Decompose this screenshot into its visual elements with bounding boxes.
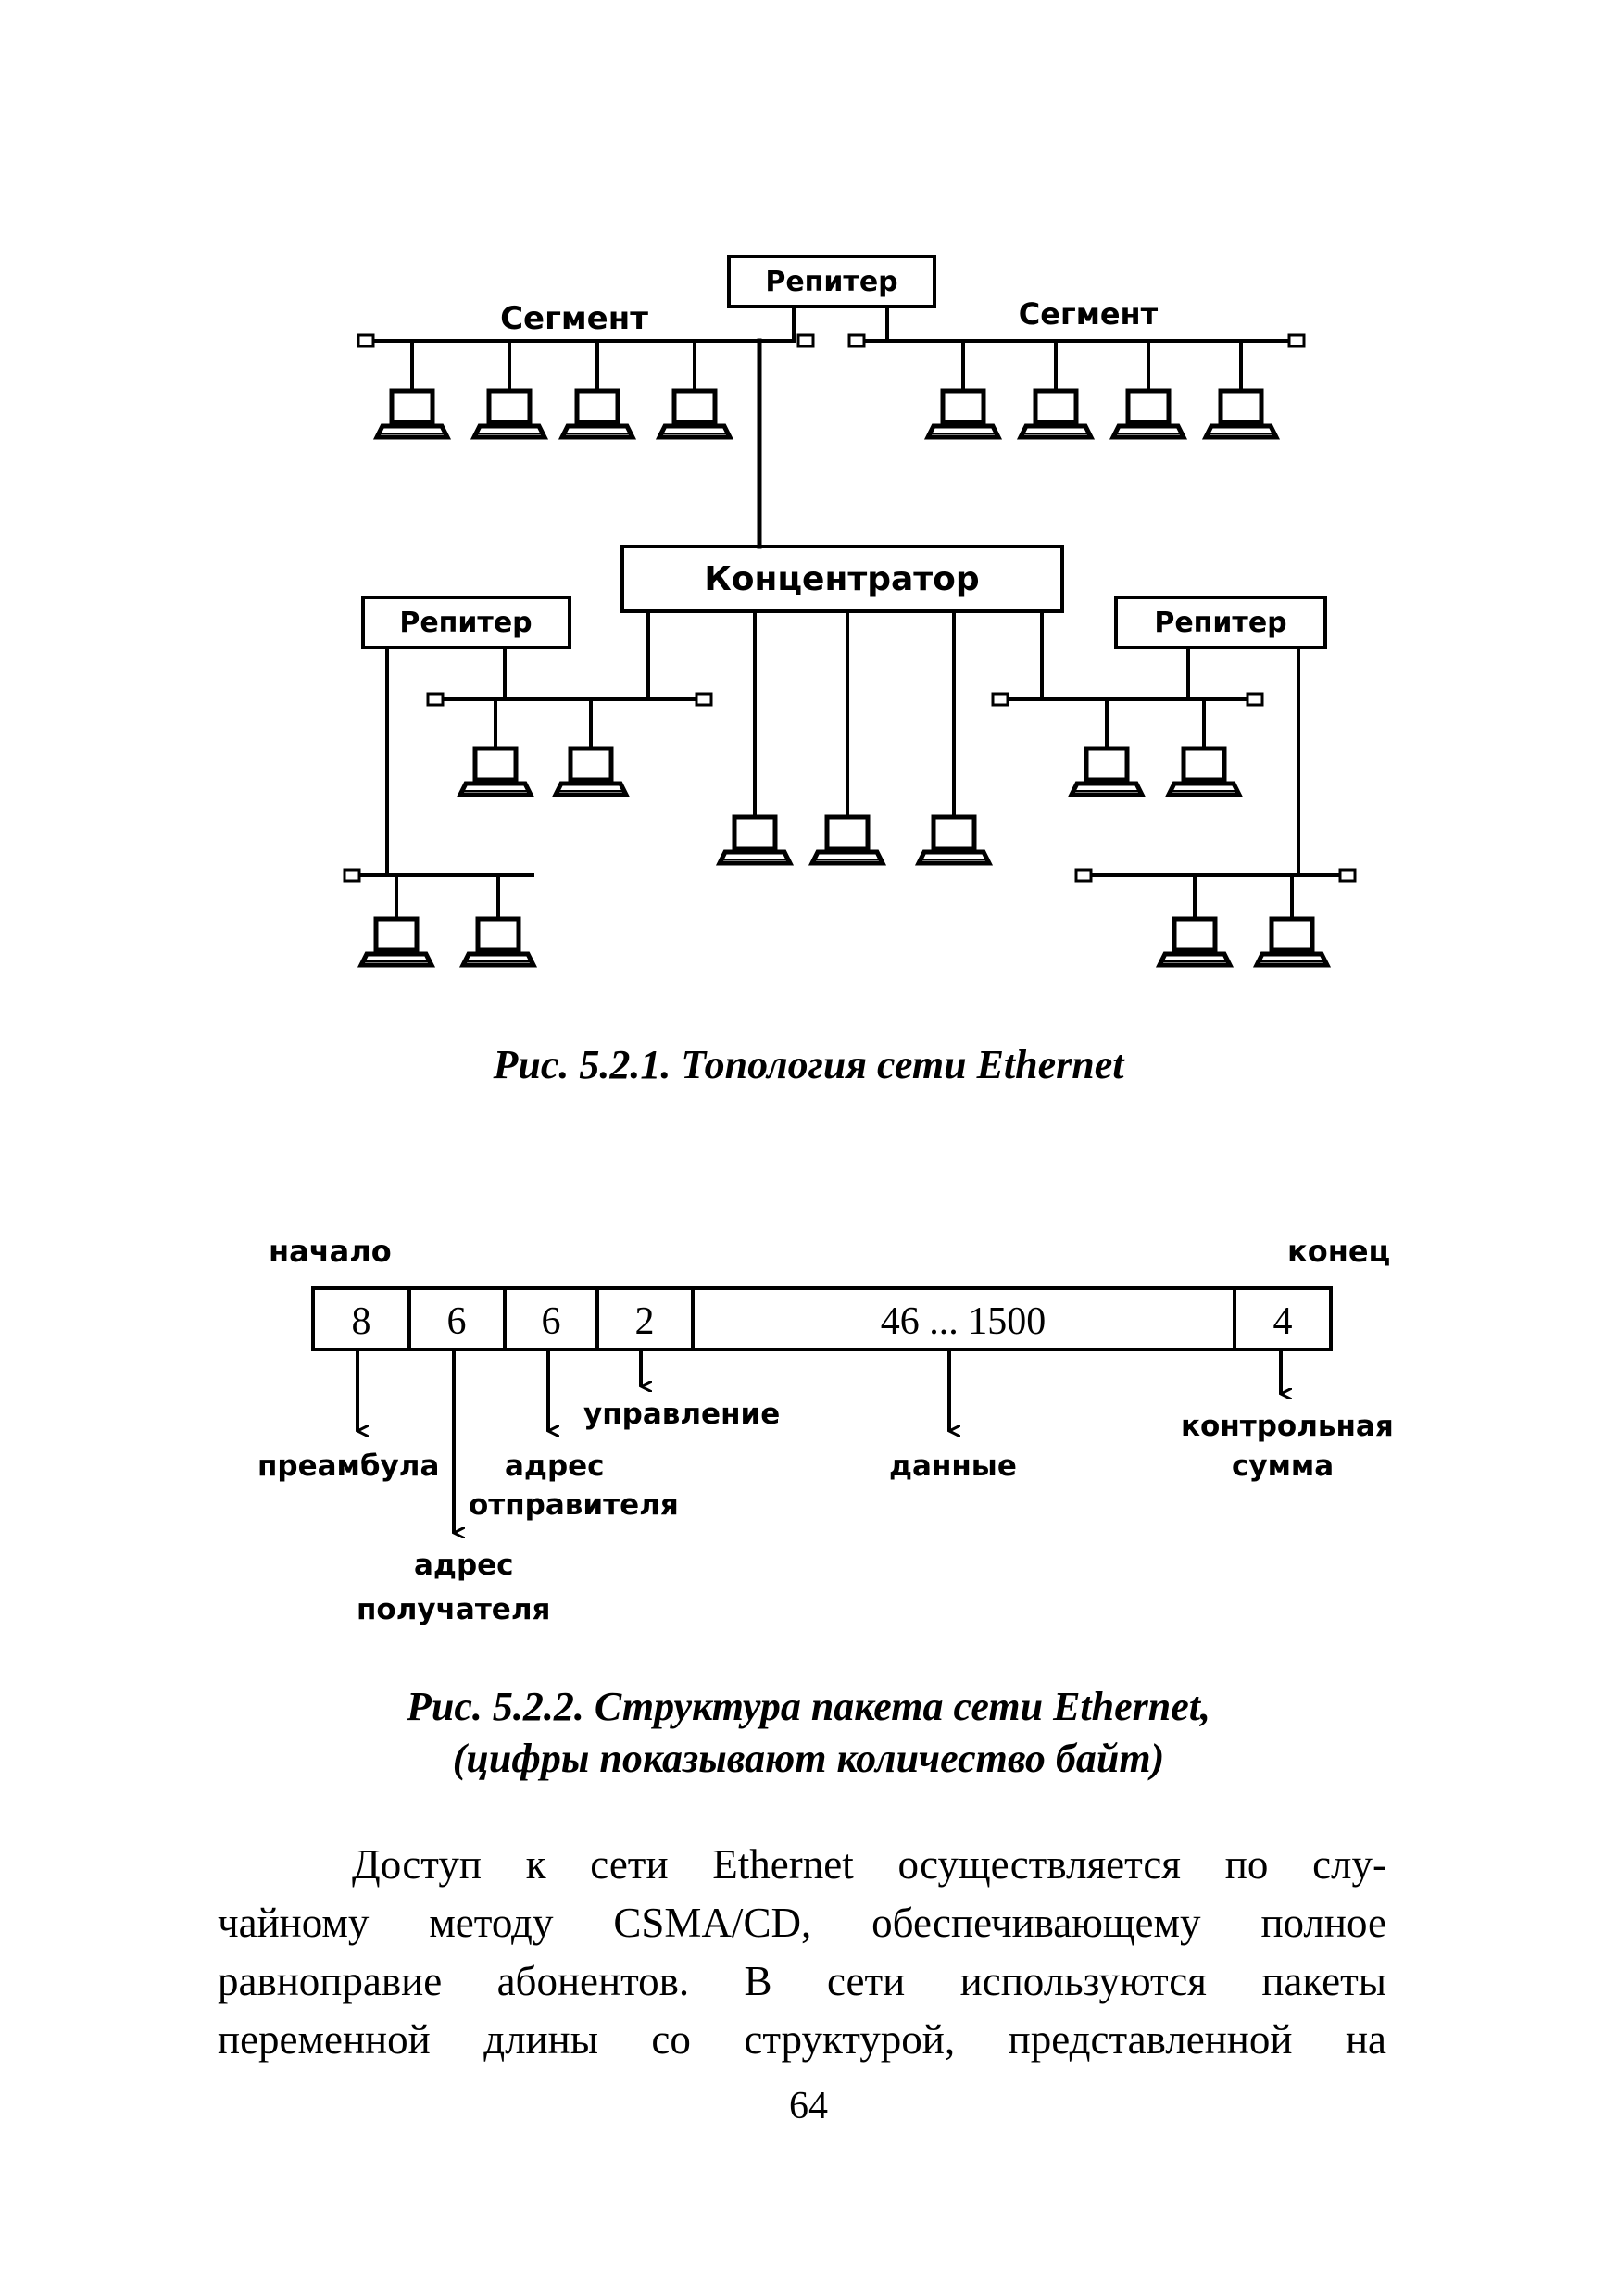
- computer-icon: [361, 919, 432, 965]
- checksum-label-1: контрольная: [1181, 1410, 1394, 1443]
- computer-icon: [463, 919, 533, 965]
- src-address-label-2: отправителя: [469, 1488, 679, 1522]
- right-repeater-label: Репитер: [1154, 607, 1286, 639]
- ethernet-topology-diagram: [343, 255, 1357, 919]
- computer-icon: [1206, 391, 1276, 437]
- computer-icon: [1021, 391, 1091, 437]
- src-address-label-1: адрес: [505, 1449, 605, 1483]
- hub-label: Концентратор: [704, 560, 979, 598]
- body-line: чайному методу CSMA/CD, обеспечивающему …: [218, 1900, 1386, 1946]
- right-repeater-box: [1114, 596, 1327, 649]
- computer-icon: [474, 391, 545, 437]
- data-label: данные: [889, 1449, 1017, 1483]
- control-label: управление: [583, 1398, 780, 1431]
- field-data-bytes: 46 ... 1500: [881, 1300, 1047, 1343]
- left-segment-label: Сегмент: [500, 300, 648, 337]
- field-src-bytes: 6: [542, 1300, 561, 1343]
- computer-icon: [720, 817, 790, 863]
- figure2-caption-line2: (цифры показывают количество байт): [452, 1736, 1165, 1781]
- checksum-label-2: сумма: [1232, 1449, 1334, 1483]
- computer-icon: [1169, 748, 1239, 795]
- body-line: Доступ к сети Ethernet осуществляется по…: [352, 1841, 1386, 1888]
- field-checksum-bytes: 4: [1273, 1300, 1293, 1343]
- field-preamble-bytes: 8: [352, 1300, 371, 1343]
- field-control-bytes: 2: [635, 1300, 655, 1343]
- dest-address-label-1: адрес: [414, 1549, 514, 1582]
- computer-icon: [460, 748, 531, 795]
- body-line: равноправие абонентов. В сети используют…: [218, 1958, 1386, 2004]
- right-segment-label: Сегмент: [1019, 296, 1159, 332]
- figure2-caption-line1: Рис. 5.2.2. Структура пакета сети Ethern…: [407, 1684, 1210, 1729]
- left-repeater-box: [361, 596, 571, 649]
- top-repeater-box: [727, 255, 936, 308]
- left-repeater-label: Репитер: [399, 607, 532, 639]
- computer-icon: [556, 748, 626, 795]
- computer-icon: [377, 391, 447, 437]
- computer-icon: [1257, 919, 1327, 965]
- hub-box: [620, 545, 1064, 613]
- body-paragraph: Доступ к сети Ethernet осуществляется по…: [218, 1836, 1386, 2069]
- start-label: начало: [269, 1234, 392, 1269]
- computer-icon: [1159, 919, 1230, 965]
- computer-icon: [812, 817, 883, 863]
- packet-frame: [311, 1286, 1333, 1351]
- end-label: конец: [1287, 1234, 1390, 1269]
- top-repeater-label: Репитер: [765, 266, 897, 298]
- computer-icon: [1113, 391, 1184, 437]
- field-dest-bytes: 6: [447, 1300, 467, 1343]
- dest-address-label-2: получателя: [357, 1593, 550, 1626]
- body-line: переменной длины со структурой, представ…: [218, 2016, 1386, 2063]
- computer-icon: [919, 817, 989, 863]
- page-number: 64: [789, 2085, 828, 2127]
- computer-icon: [562, 391, 633, 437]
- figure1-caption: Рис. 5.2.1. Топология сети Ethernet: [493, 1042, 1124, 1087]
- preamble-label: преамбула: [257, 1449, 439, 1483]
- ethernet-packet-diagram: [311, 1286, 1333, 1533]
- computer-icon: [928, 391, 998, 437]
- computer-icon: [1072, 748, 1142, 795]
- computer-icon: [659, 391, 730, 437]
